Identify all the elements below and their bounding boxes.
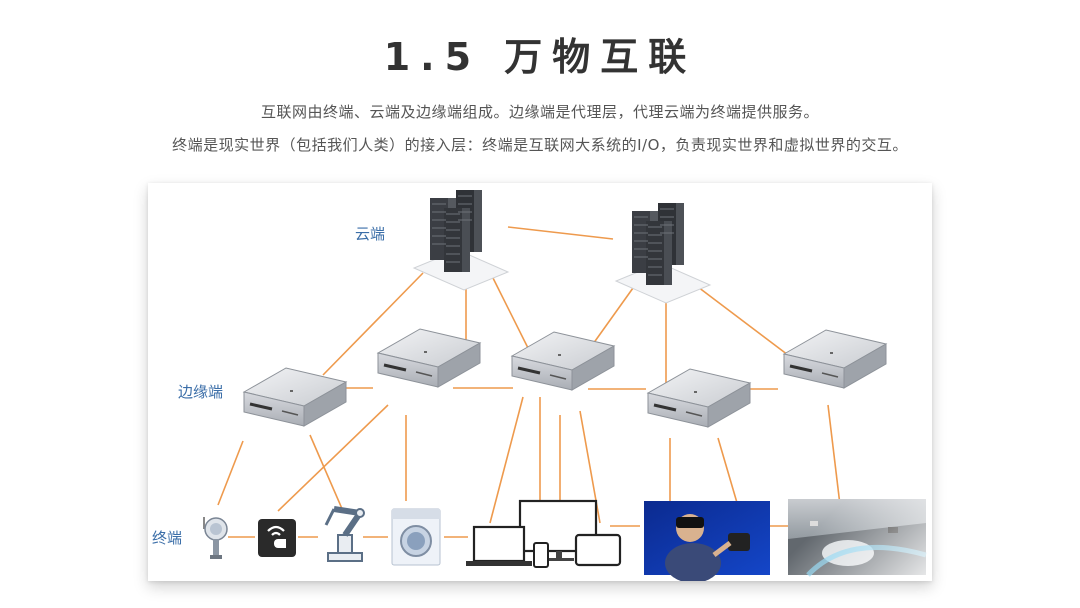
vr-user-photo [644,501,770,581]
page-title: 1.5 万物互联 [383,35,697,79]
edge-server-1 [242,366,348,428]
link [309,434,344,512]
link [507,226,614,240]
link [217,440,244,506]
edge-server-3 [510,330,616,392]
devices-icon [466,499,622,568]
link [277,404,389,512]
network-diagram-panel: 云端 边缘端 终端 [148,183,932,581]
link [717,437,741,514]
cloud-server-2 [615,202,711,304]
layer-label-terminal: 终端 [152,529,183,547]
smart-lock-icon [258,519,296,557]
layer-label-edge: 边缘端 [178,383,224,401]
subtitle-line-1: 互联网由终端、云端及边缘端组成。边缘端是代理层，代理云端为终端提供服务。 [260,103,819,121]
subtitle-line-2: 终端是现实世界（包括我们人类）的接入层：终端是互联网大系统的I/O，负责现实世界… [172,136,908,154]
robot-arm-icon [324,506,365,562]
edge-server-2 [376,327,482,389]
layer-label-cloud: 云端 [355,225,386,243]
link [587,287,634,352]
corner-fade [782,451,932,581]
washing-machine-icon [391,508,441,566]
edge-server-5 [782,328,888,390]
sensor-icon [203,517,228,559]
link [492,277,534,359]
edge-server-4 [646,367,752,429]
cloud-server-1 [413,189,509,291]
link [322,272,424,376]
link [489,396,524,524]
link [697,286,789,356]
